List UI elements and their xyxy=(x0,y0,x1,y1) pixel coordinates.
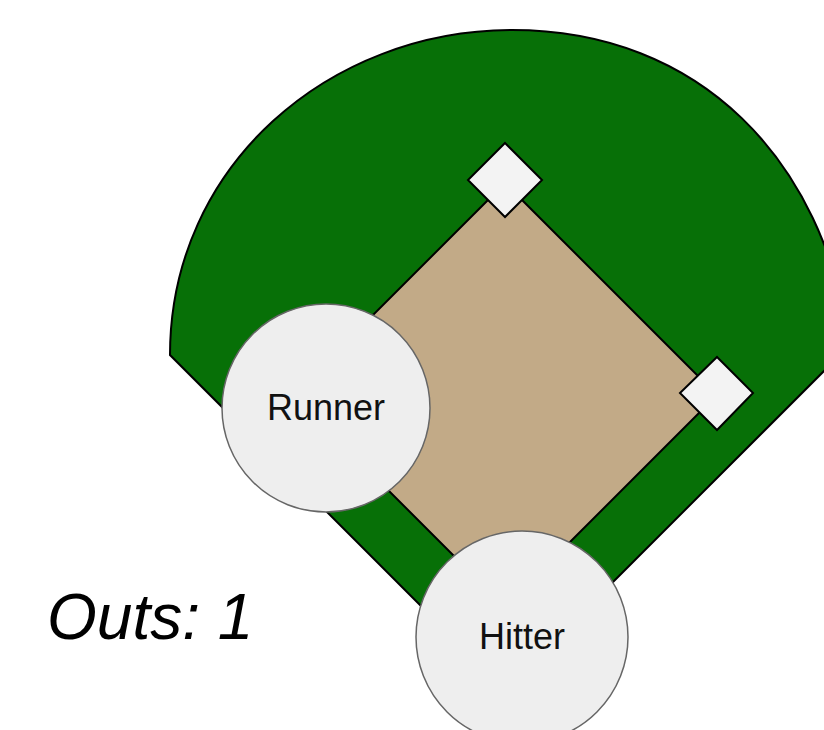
second-base xyxy=(468,143,542,217)
player-label: Hitter xyxy=(479,616,565,658)
player-circle: Hitter xyxy=(415,530,629,730)
circle-fill xyxy=(222,304,430,512)
outs-count: Outs: 1 xyxy=(47,580,253,654)
player-label: Runner xyxy=(267,387,385,429)
player-circle: Runner xyxy=(221,303,431,513)
first-base xyxy=(680,357,753,430)
circle-fill xyxy=(416,531,628,730)
